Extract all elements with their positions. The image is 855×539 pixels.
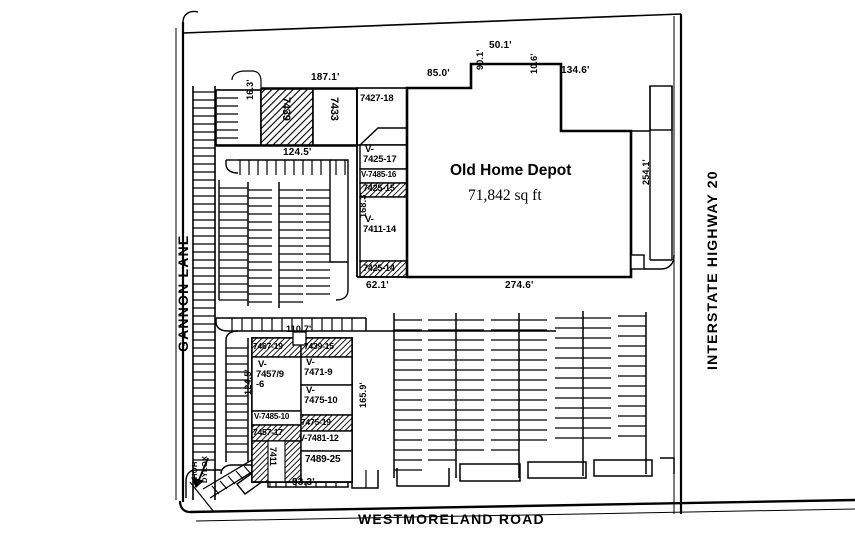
unit-label-7411-14: 7411-14 <box>363 224 396 235</box>
unit-label-7427-18: 7427-18 <box>360 93 394 104</box>
unit-label-7425-17-prefix: V- <box>365 144 374 155</box>
dimension-124-5-south: 124.5' <box>243 369 253 395</box>
unit-label-7489-25: 7489-25 <box>305 454 341 465</box>
anchor-tenant-area: 71,842 sq ft <box>468 187 542 204</box>
unit-label-7425-15: 7425-15 <box>363 183 395 193</box>
entry-note-line2: HOH <box>190 461 199 479</box>
dimension-50-1: 50.1' <box>489 40 512 51</box>
dimension-254-1: 254.1' <box>641 159 651 185</box>
dimension-62-1: 62.1' <box>366 280 389 291</box>
unit-label-7411: 7411 <box>268 447 278 466</box>
anchor-tenant-name: Old Home Depot <box>450 162 572 179</box>
unit-label-7485-10: V-7485-10 <box>254 412 290 421</box>
unit-label-7411-14-prefix: V- <box>365 214 374 225</box>
unit-label-7485-16: V-7485-16 <box>361 170 397 179</box>
street-label-gannon-lane: GANNON LANE <box>175 234 191 352</box>
dimension-93-3: 93.3' <box>292 477 315 488</box>
unit-label-7457-9-6-prefix: V- <box>258 359 267 370</box>
unit-label-7475-10-prefix: V- <box>306 385 315 396</box>
unit-label-7439-15: 7439-15 <box>304 341 334 351</box>
dimension-90-1: 90.1' <box>475 49 485 70</box>
dimension-110-7: 110.7' <box>286 324 312 334</box>
unit-label-7481-12: V-7481-12 <box>299 433 339 443</box>
dimension-10-6: 10.6' <box>529 53 539 74</box>
dimension-165-9: 165.9' <box>358 382 368 408</box>
entry-note-line1: DYLOX <box>200 455 209 483</box>
dimension-124-5-north: 124.5' <box>283 147 312 158</box>
unit-label-7475-19: 7475-19 <box>301 417 331 427</box>
unit-label-7475-10: 7475-10 <box>304 395 338 406</box>
unit-label-7471-9: 7471-9 <box>304 367 333 378</box>
dimension-274-6: 274.6' <box>505 280 534 291</box>
unit-label-7433: 7433 <box>328 97 340 121</box>
unit-label-7457-9-suffix: -6 <box>256 379 265 390</box>
dimension-134-6: 134.6' <box>561 65 590 76</box>
street-label-interstate-20: INTERSTATE HIGHWAY 20 <box>704 170 720 370</box>
unit-label-7439: 7439 <box>280 97 292 121</box>
unit-label-7467-19: 7467-19 <box>253 341 283 351</box>
unit-label-7425-17: 7425-17 <box>363 154 397 165</box>
dimension-187-1: 187.1' <box>311 72 340 83</box>
unit-label-7425-14: 7425-14 <box>363 263 395 273</box>
unit-label-7471-9-prefix: V- <box>306 357 315 368</box>
unit-label-7457-17: 7457-17 <box>253 427 283 437</box>
dimension-85-0: 85.0' <box>427 68 450 79</box>
unit-label-7457-9: 7457/9 <box>256 369 284 380</box>
street-label-westmoreland-road: WESTMORELAND ROAD <box>358 511 545 527</box>
dimension-16-3: 16.3' <box>245 79 255 100</box>
